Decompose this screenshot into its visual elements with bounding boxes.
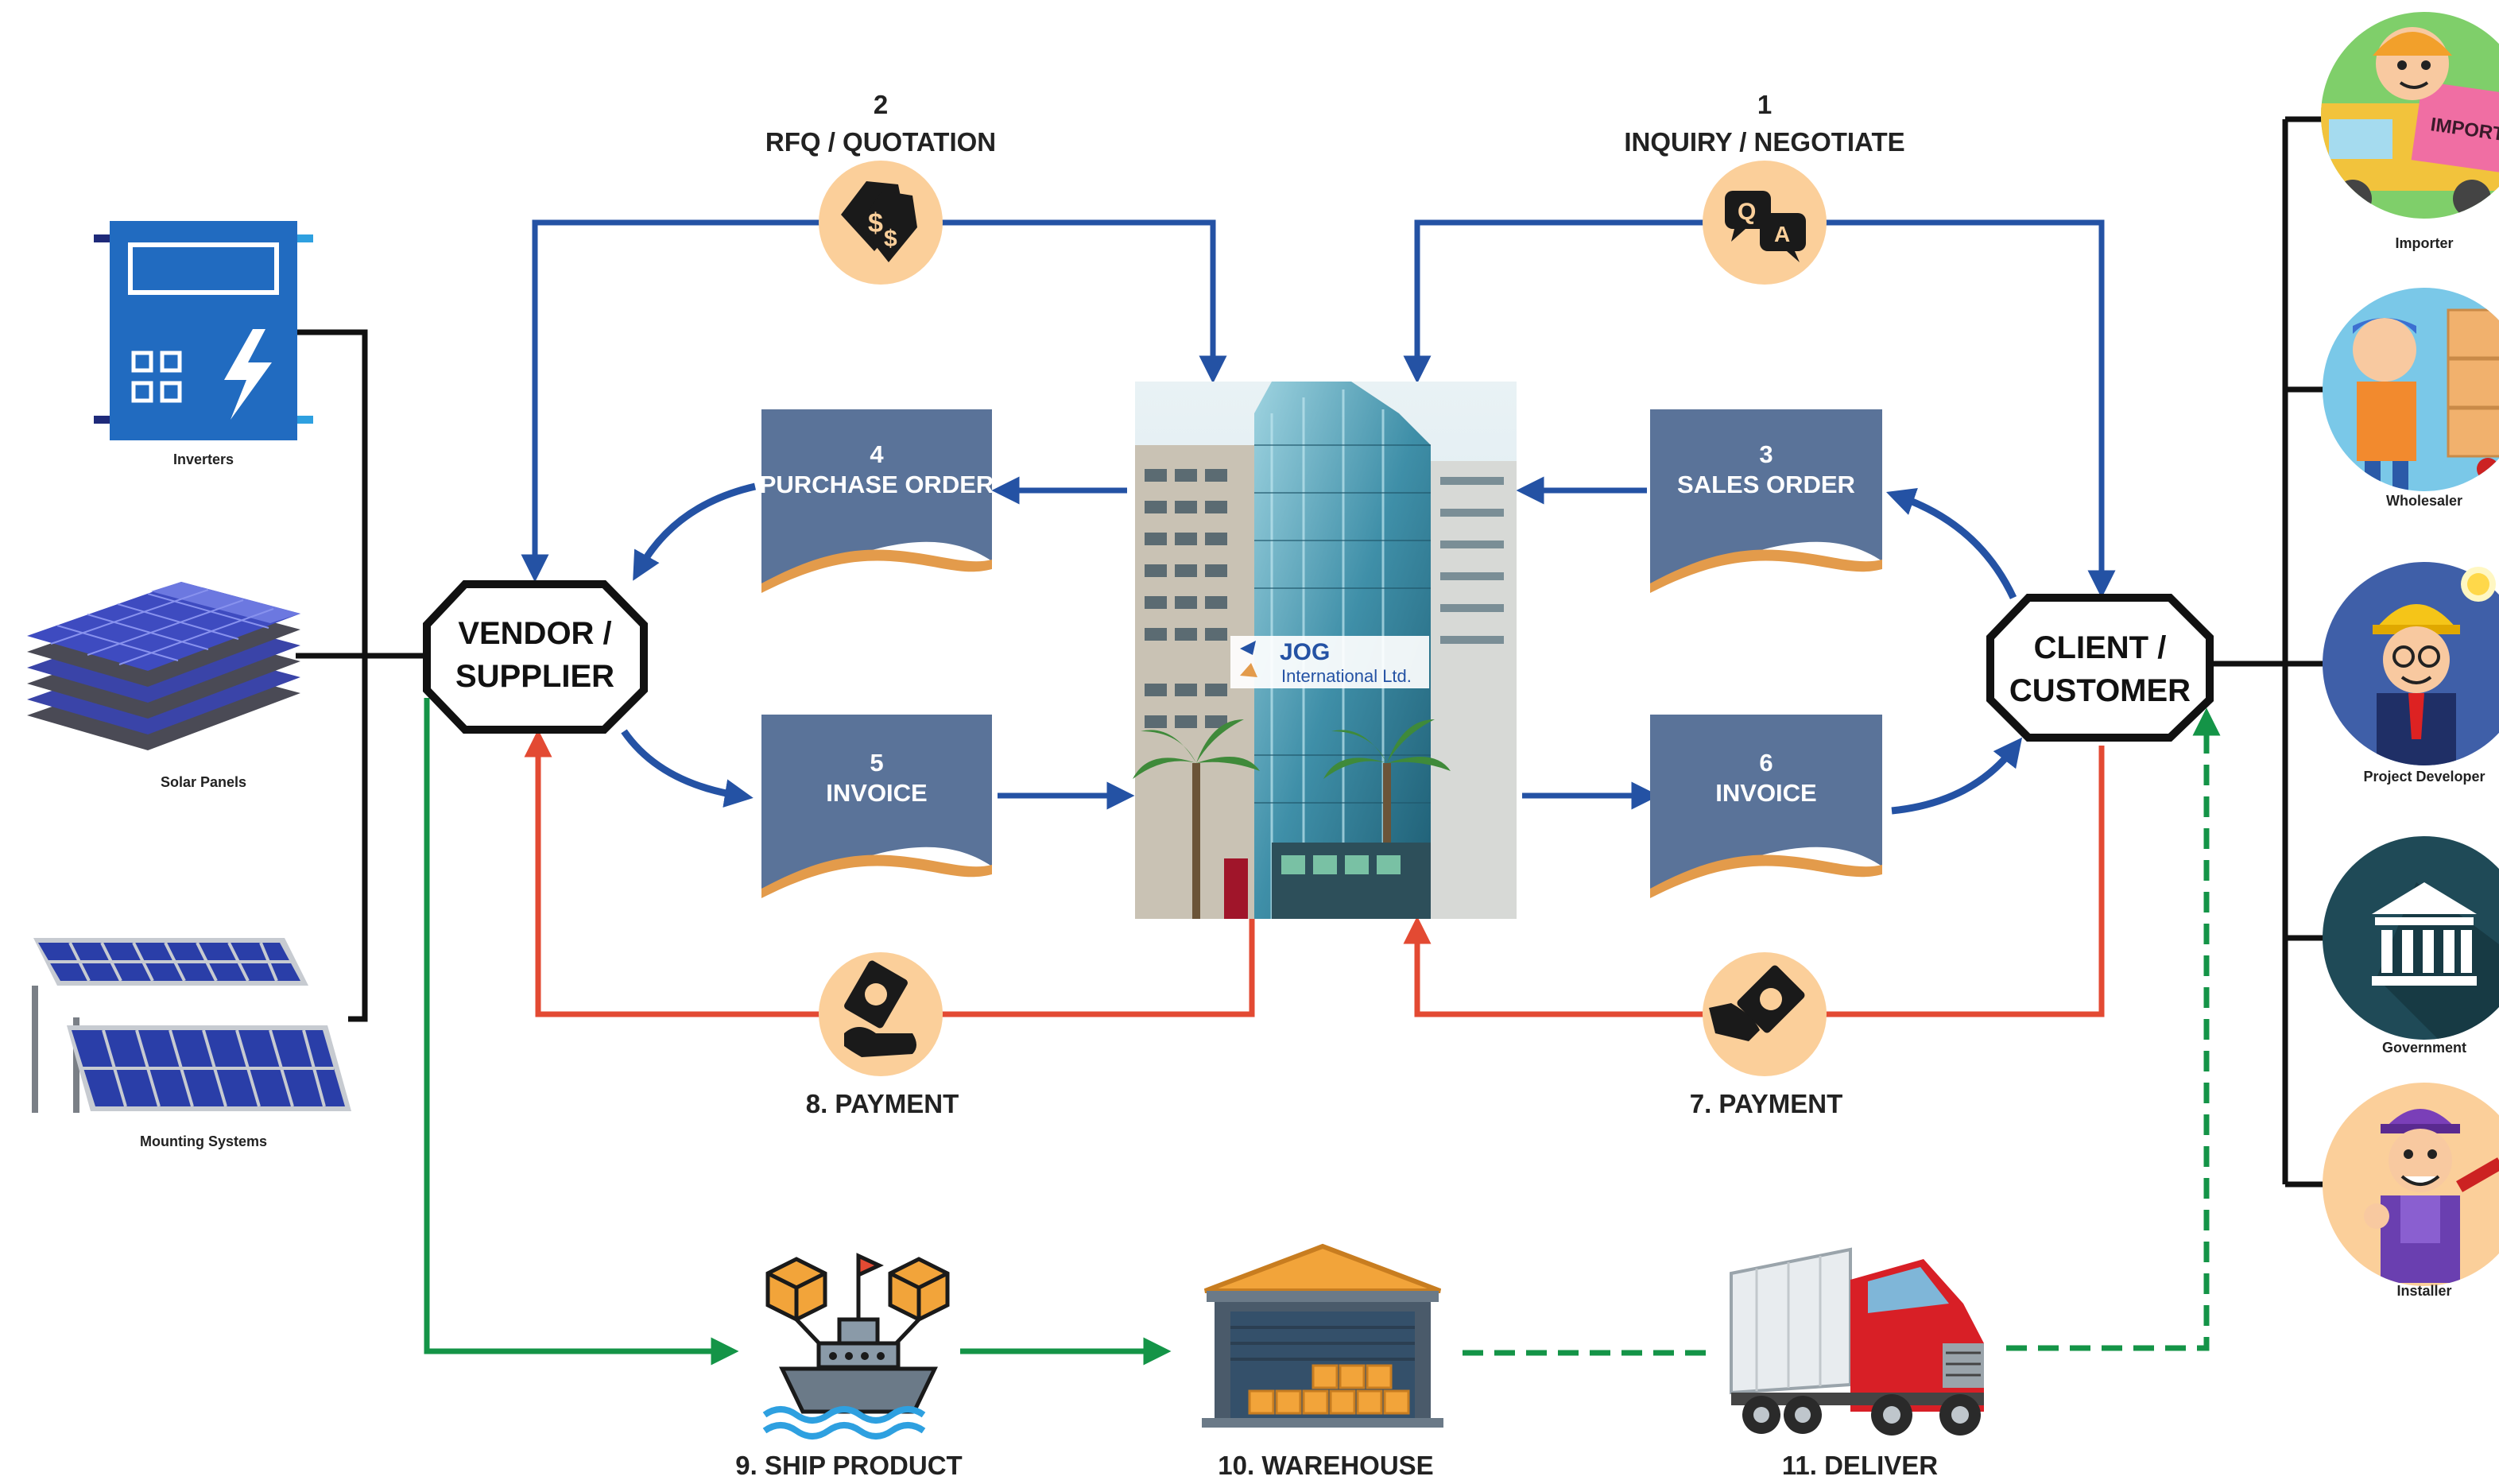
project-developer-avatar (2323, 562, 2499, 765)
jog-headquarters-photo: JOG International Ltd. (1133, 382, 1517, 919)
wholesaler-avatar (2323, 288, 2499, 491)
delivery-truck-icon (1730, 1247, 1984, 1436)
inquiry-step-label: INQUIRY / NEGOTIATE (1624, 127, 1904, 157)
purchase-order-number: 4 (870, 440, 884, 468)
government-avatar (2323, 836, 2499, 1040)
sales-order-number: 3 (1759, 440, 1773, 468)
rfq-quotation-icon: $ $ (819, 161, 943, 285)
payment-client-icon (1703, 952, 1827, 1076)
inverters-caption: Inverters (173, 451, 234, 467)
client-label-line2: CUSTOMER (2009, 673, 2191, 708)
sales-order-label: SALES ORDER (1677, 471, 1855, 498)
importer-avatar: IMPORT (2321, 12, 2499, 219)
warehouse-icon (1202, 1243, 1443, 1428)
product-connectors (296, 329, 427, 1022)
vendor-supplier-node: VENDOR / SUPPLIER (423, 580, 648, 734)
purchase-order-doc: 4 PURCHASE ORDER (760, 409, 994, 593)
importer-caption: Importer (2395, 235, 2453, 251)
wholesaler-caption: Wholesaler (2386, 493, 2462, 509)
cargo-ship-icon (762, 1253, 950, 1439)
svg-text:$: $ (868, 208, 883, 238)
svg-text:$: $ (884, 226, 897, 252)
vendor-label-line1: VENDOR / (458, 616, 611, 651)
rfq-step-number: 2 (874, 90, 888, 119)
rfq-step-label: RFQ / QUOTATION (765, 127, 996, 157)
mounting-systems-caption: Mounting Systems (140, 1133, 267, 1149)
warehouse-label: 10. WAREHOUSE (1218, 1451, 1433, 1480)
payment-vendor-icon (819, 952, 943, 1076)
ship-product-label: 9. SHIP PRODUCT (735, 1451, 962, 1480)
svg-text:A: A (1774, 222, 1790, 246)
solar-panel-icon (27, 582, 300, 750)
government-caption: Government (2382, 1040, 2466, 1056)
svg-text:Q: Q (1738, 199, 1756, 225)
jog-logo-subtitle: International Ltd. (1281, 666, 1412, 686)
payment-vendor-label: 8. PAYMENT (806, 1089, 959, 1118)
deliver-label: 11. DELIVER (1782, 1451, 1938, 1480)
invoice-client-doc: 6 INVOICE (1650, 715, 1882, 898)
jog-logo-name: JOG (1280, 639, 1330, 665)
client-customer-node: CLIENT / CUSTOMER (1986, 594, 2214, 742)
payment-client-label: 7. PAYMENT (1690, 1089, 1843, 1118)
invoice-client-number: 6 (1759, 749, 1773, 777)
installer-caption: Installer (2396, 1283, 2451, 1299)
inquiry-negotiate-icon: Q A (1703, 161, 1827, 285)
invoice-vendor-number: 5 (870, 749, 883, 777)
inverter-icon (94, 221, 313, 440)
sales-order-doc: 3 SALES ORDER (1650, 409, 1882, 593)
invoice-vendor-label: INVOICE (826, 779, 927, 807)
solar-panels-caption: Solar Panels (161, 774, 246, 790)
invoice-client-label: INVOICE (1715, 779, 1816, 807)
project-developer-caption: Project Developer (2363, 769, 2485, 785)
installer-avatar (2323, 1083, 2499, 1286)
client-label-line1: CLIENT / (2034, 630, 2167, 665)
purchase-order-label: PURCHASE ORDER (760, 471, 994, 498)
mounting-system-icon (32, 938, 351, 1113)
invoice-vendor-doc: 5 INVOICE (761, 715, 992, 898)
green-shipping-arrows (424, 698, 2221, 1366)
inquiry-step-number: 1 (1757, 90, 1772, 119)
vendor-label-line2: SUPPLIER (455, 659, 614, 694)
